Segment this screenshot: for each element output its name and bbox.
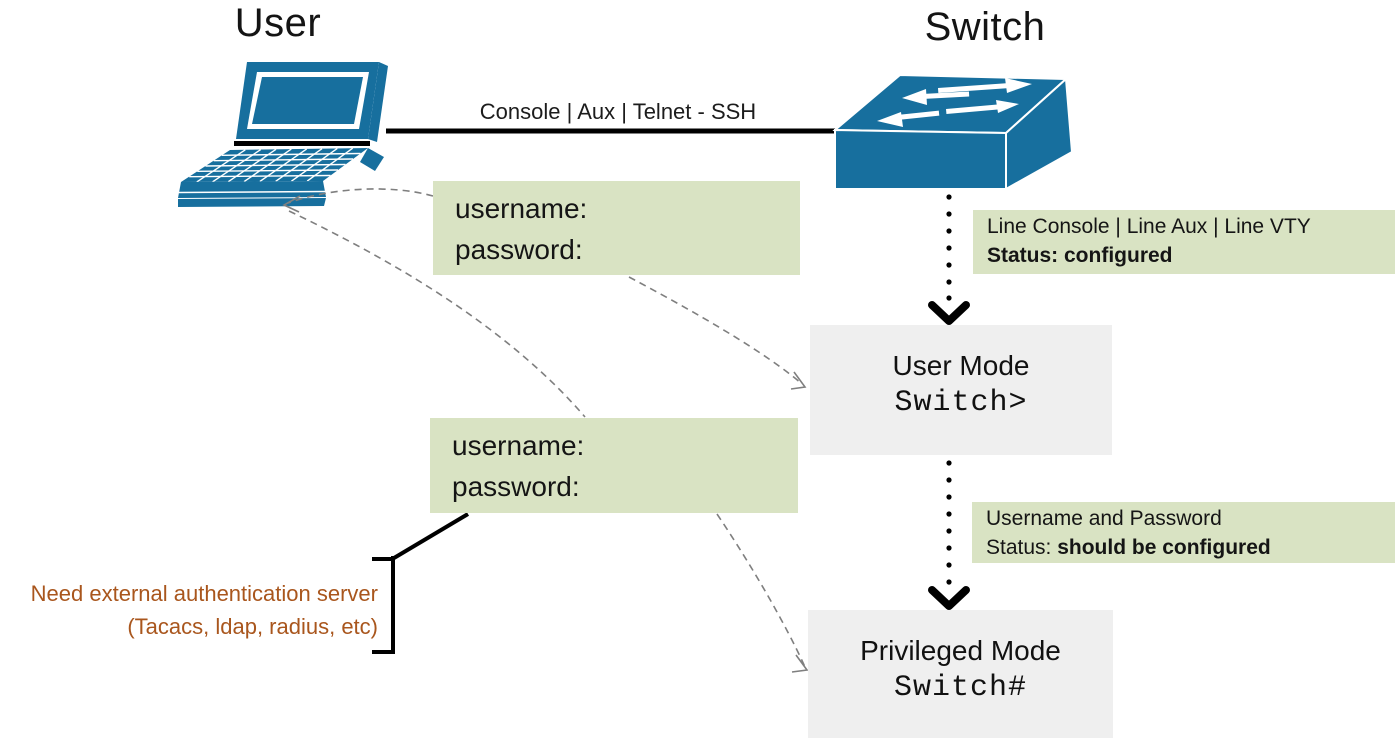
arrowhead-icon (282, 195, 301, 213)
callout-curve-login2-to-privileged-mode (716, 513, 806, 668)
dotted-flow-user-to-privileged-mode (928, 460, 970, 610)
callout-curve-login-to-laptop (287, 188, 434, 204)
user-mode-prompt: Switch> (894, 386, 1028, 420)
password-label: password: (452, 471, 580, 502)
user-mode-box: User Mode Switch> (810, 325, 1112, 455)
dotted-flow-switch-to-user-mode (928, 194, 970, 325)
external-auth-note: Need external authentication server (Tac… (0, 577, 378, 643)
arrowhead-icon (791, 654, 809, 673)
privileged-mode-title: Privileged Mode (860, 635, 1061, 666)
credential-status-box: Username and Password Status: should be … (972, 502, 1395, 563)
callout-curve-laptop-to-login2 (288, 210, 586, 418)
arrowhead-icon (790, 371, 807, 390)
line-status-box: Line Console | Line Aux | Line VTY Statu… (973, 210, 1395, 274)
connection-label: Console | Aux | Telnet - SSH (479, 99, 757, 124)
user-mode-title: User Mode (892, 350, 1030, 381)
switch-icon (832, 73, 1074, 191)
username-label: username: (452, 430, 585, 461)
line-status-label: Status: configured (987, 244, 1173, 267)
bracket-icon (372, 512, 470, 654)
callout-curve-login-to-user-mode (628, 276, 803, 385)
username-label: username: (455, 193, 588, 224)
login-box-top: username: password: (433, 181, 800, 275)
line-targets-label: Line Console | Line Aux | Line VTY (987, 215, 1311, 238)
credential-status-emphasis: should be configured (1057, 536, 1271, 559)
chevron-down-icon (928, 586, 970, 610)
privileged-mode-box: Privileged Mode Switch# (808, 610, 1113, 738)
laptop-icon (178, 62, 388, 207)
switch-arrows-icon (877, 78, 1032, 127)
credential-status-label: Status: should be configured (986, 533, 1395, 562)
password-label: password: (455, 234, 583, 265)
privileged-mode-prompt: Switch# (893, 671, 1028, 705)
note-line1: Need external authentication server (30, 581, 378, 606)
credential-status-prefix: Status: (986, 536, 1058, 559)
switch-title: Switch (924, 5, 1046, 49)
credential-label: Username and Password (986, 507, 1222, 530)
dashed-callout-curves (282, 188, 809, 673)
chevron-down-icon (928, 301, 970, 325)
login-box-bottom: username: password: (430, 418, 798, 513)
user-title: User (234, 1, 322, 45)
note-line2: (Tacacs, ldap, radius, etc) (127, 614, 378, 639)
